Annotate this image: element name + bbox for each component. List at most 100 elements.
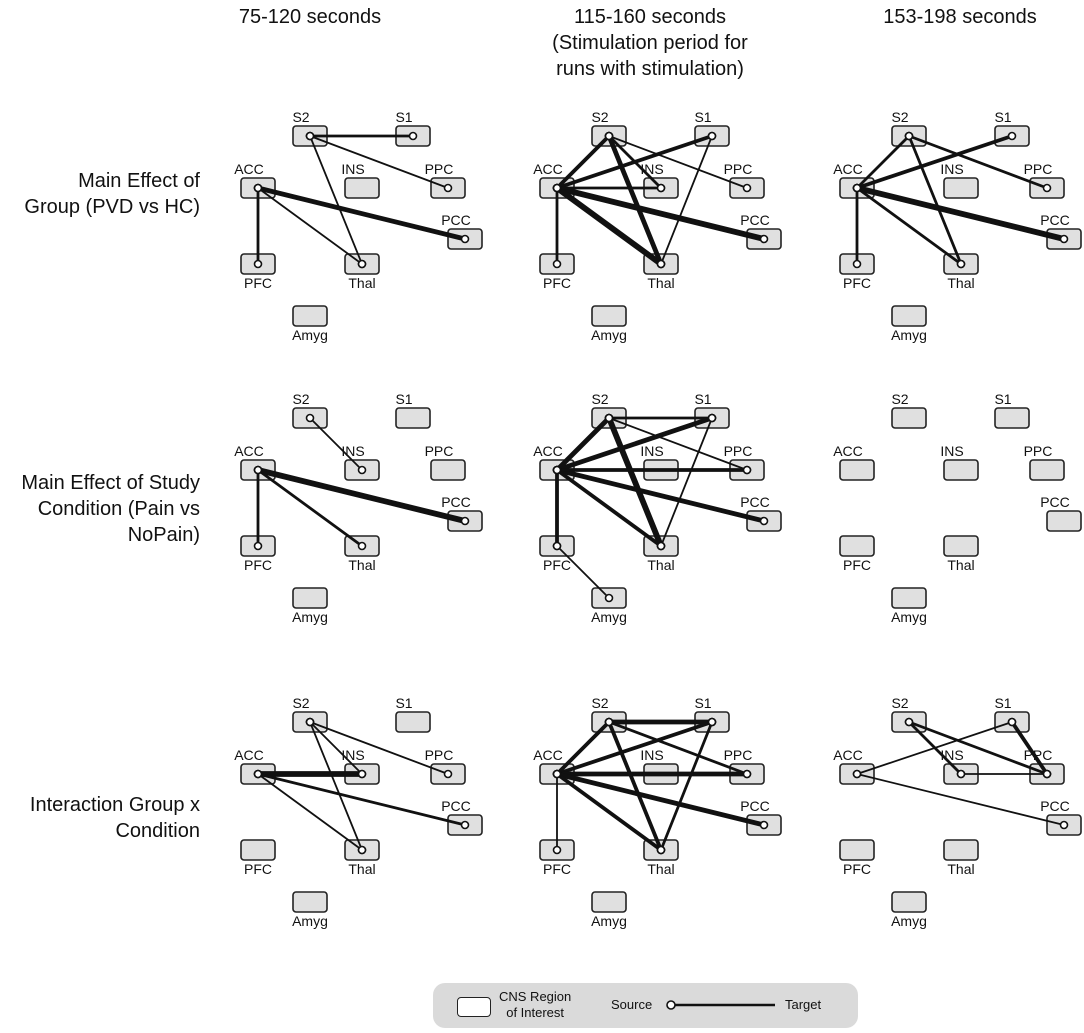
edge-s2-to-ppc xyxy=(608,135,748,189)
region-box-ins xyxy=(943,177,979,199)
region-label-thal: Thal xyxy=(647,861,674,877)
region-box-amyg xyxy=(292,587,328,609)
region-label-amyg: Amyg xyxy=(891,327,927,343)
region-label-s1: S1 xyxy=(694,391,711,407)
region-label-pcc: PCC xyxy=(1040,494,1070,510)
region-label-acc: ACC xyxy=(833,443,863,459)
source-marker-acc xyxy=(552,183,562,193)
source-marker-s2 xyxy=(305,717,315,727)
region-label-pfc: PFC xyxy=(244,557,272,573)
target-marker-ppc xyxy=(443,183,453,193)
target-marker-thal xyxy=(956,259,966,269)
row-title-1: Main Effect of Group (PVD vs HC) xyxy=(24,170,200,218)
edge-acc-to-thal xyxy=(855,186,963,266)
legend-edge-sample xyxy=(666,1000,775,1010)
column-title-3-text: 153-198 seconds xyxy=(883,6,1037,28)
edge-acc-to-pcc xyxy=(255,467,468,524)
source-marker-acc xyxy=(253,769,263,779)
region-label-amyg: Amyg xyxy=(591,609,627,625)
region-label-pcc: PCC xyxy=(740,494,770,510)
region-label-pcc: PCC xyxy=(1040,212,1070,228)
region-label-ins: INS xyxy=(341,161,364,177)
region-label-pcc: PCC xyxy=(740,212,770,228)
edge-s2-to-thal xyxy=(606,133,664,267)
region-box-pfc xyxy=(839,535,875,557)
edge-acc-to-thal xyxy=(257,187,363,265)
edge-acc-to-thal xyxy=(257,773,363,851)
region-label-ins: INS xyxy=(341,443,364,459)
target-marker-s2 xyxy=(604,717,614,727)
region-label-ins: INS xyxy=(940,161,963,177)
region-box-amyg xyxy=(891,891,927,913)
edge-acc-to-thal xyxy=(256,468,364,548)
source-marker-ins xyxy=(956,769,966,779)
region-box-acc xyxy=(839,459,875,481)
edge-acc-to-thal xyxy=(555,468,663,548)
edge-s2-to-thal xyxy=(606,415,664,549)
region-label-pfc: PFC xyxy=(843,861,871,877)
edge-acc-to-s2 xyxy=(555,134,611,190)
target-marker-pfc xyxy=(253,541,263,551)
source-marker-s2 xyxy=(305,413,315,423)
target-marker-pcc xyxy=(759,234,769,244)
source-marker-acc xyxy=(253,465,263,475)
edge-s1-to-acc xyxy=(554,415,715,473)
region-label-thal: Thal xyxy=(647,275,674,291)
region-label-pfc: PFC xyxy=(543,861,571,877)
region-label-amyg: Amyg xyxy=(891,913,927,929)
region-label-amyg: Amyg xyxy=(292,609,328,625)
region-box-amyg xyxy=(891,587,927,609)
target-marker-pfc xyxy=(552,845,562,855)
target-marker-ppc xyxy=(742,465,752,475)
region-label-thal: Thal xyxy=(647,557,674,573)
region-label-s2: S2 xyxy=(591,109,608,125)
region-label-ppc: PPC xyxy=(1024,443,1053,459)
edge-s2-to-ppc xyxy=(309,721,449,775)
region-label-amyg: Amyg xyxy=(292,327,328,343)
region-label-acc: ACC xyxy=(234,747,264,763)
target-marker-pcc xyxy=(460,234,470,244)
region-label-s1: S1 xyxy=(694,109,711,125)
legend-roi-label-line-2: of Interest xyxy=(506,1005,565,1020)
region-label-s1: S1 xyxy=(395,695,412,711)
edge-acc-to-s2 xyxy=(555,720,611,776)
region-label-pfc: PFC xyxy=(244,861,272,877)
source-marker-acc xyxy=(552,465,562,475)
target-marker-ins xyxy=(357,465,367,475)
region-box-s1 xyxy=(994,407,1030,429)
region-label-s1: S1 xyxy=(694,695,711,711)
target-marker-s1 xyxy=(408,131,418,141)
source-marker-s1 xyxy=(707,413,717,423)
edge-acc-to-s2 xyxy=(554,415,612,473)
target-marker-ppc xyxy=(742,769,752,779)
region-label-ins: INS xyxy=(640,747,663,763)
region-label-ins: INS xyxy=(940,443,963,459)
target-marker-thal xyxy=(357,541,367,551)
edge-acc-to-pcc xyxy=(554,467,767,524)
region-label-acc: ACC xyxy=(533,747,563,763)
legend-target-label: Target xyxy=(785,997,822,1012)
target-marker-pfc xyxy=(852,259,862,269)
column-title-2: 115-160 seconds (Stimulation period for … xyxy=(500,4,800,82)
column-title-2-subtitle: (Stimulation period for runs with stimul… xyxy=(552,32,748,80)
legend-source-circle xyxy=(666,1000,676,1010)
target-marker-thal xyxy=(357,845,367,855)
edge-s2-to-ins xyxy=(309,417,363,471)
region-label-pcc: PCC xyxy=(441,494,471,510)
edge-s2-to-thal xyxy=(907,134,963,266)
region-label-thal: Thal xyxy=(348,861,375,877)
legend-source-label: Source xyxy=(611,997,653,1012)
region-label-s1: S1 xyxy=(395,109,412,125)
region-box-ins xyxy=(344,177,380,199)
column-title-1: 75-120 seconds xyxy=(180,4,440,30)
region-label-pfc: PFC xyxy=(244,275,272,291)
source-marker-acc xyxy=(253,183,263,193)
target-marker-ppc xyxy=(443,769,453,779)
region-label-s1: S1 xyxy=(994,109,1011,125)
legend-roi-box xyxy=(457,997,491,1017)
